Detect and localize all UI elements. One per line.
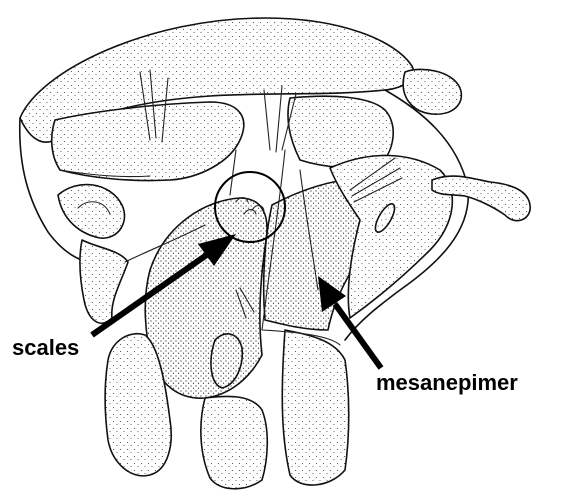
- pronotal-lobe: [80, 240, 128, 323]
- mesokatepisternum: [145, 198, 267, 398]
- anterior-lobe: [58, 185, 125, 239]
- scales-label: scales: [12, 337, 79, 359]
- mid-coxa: [201, 396, 267, 488]
- mesanepimer-label: mesanepimer: [376, 372, 518, 394]
- hind-coxa: [282, 330, 348, 485]
